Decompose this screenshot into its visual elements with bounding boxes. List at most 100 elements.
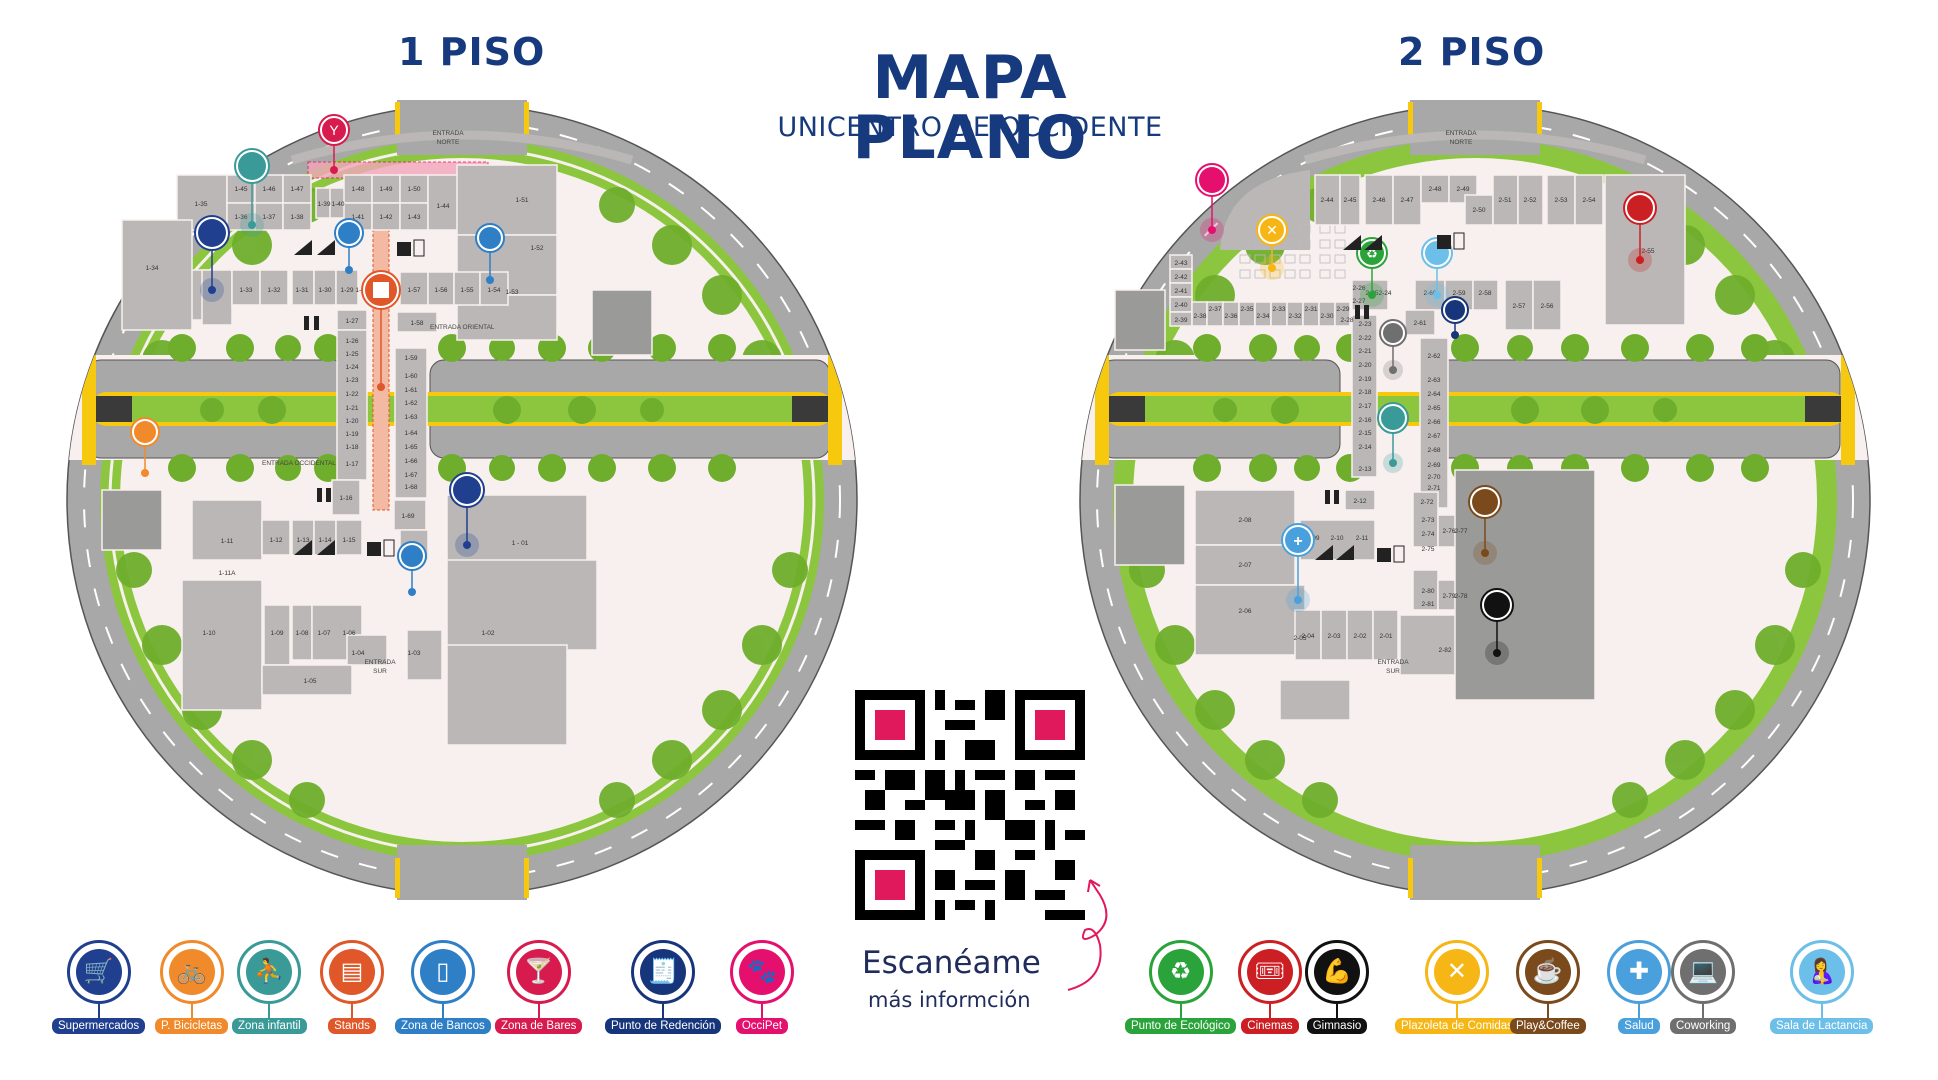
pin-plazoleta-comidas[interactable]: ✕ (1256, 214, 1288, 280)
svg-text:1-50: 1-50 (407, 186, 420, 193)
legend-stem (190, 1004, 193, 1018)
pin-salud[interactable]: + (1281, 523, 1315, 612)
svg-text:1-35: 1-35 (194, 201, 207, 208)
legend-item-salud[interactable]: ✚ Salud (1607, 940, 1671, 1034)
pin-banco-2[interactable] (475, 223, 505, 284)
pin-banco-1[interactable] (334, 218, 364, 274)
atm-icon: ▯ (419, 949, 466, 995)
legend-ring: 🍸 (506, 940, 571, 1004)
pin-zona-de-bares[interactable]: Y (318, 114, 350, 174)
svg-text:1-36: 1-36 (234, 214, 247, 221)
pin-gimnasio[interactable] (1480, 588, 1514, 665)
svg-text:2-64: 2-64 (1427, 391, 1440, 398)
playground-icon: ⛹ (246, 949, 293, 995)
svg-text:1-52: 1-52 (530, 245, 543, 252)
legend-label: Zona de Bares (495, 1018, 583, 1034)
svg-text:ENTRADA: ENTRADA (1445, 130, 1477, 137)
pin-zona-infantil[interactable] (234, 148, 270, 237)
floor1-map[interactable]: ENTRADA NORTE (62, 90, 862, 910)
svg-text:2-80: 2-80 (1421, 588, 1434, 595)
svg-text:2-17: 2-17 (1358, 403, 1371, 410)
svg-text:2-76: 2-76 (1442, 528, 1455, 535)
pin-cinemas[interactable] (1623, 191, 1657, 272)
svg-text:2-77: 2-77 (1454, 528, 1467, 535)
legend-item-zona-de-bares[interactable]: 🍸 Zona de Bares (495, 940, 583, 1034)
pin-zona-infantil-2[interactable] (1377, 402, 1409, 473)
legend-item-plazoleta-de-comidas[interactable]: ✕Plazoleta de Comidas (1395, 940, 1519, 1034)
qr-code[interactable] (855, 690, 1085, 920)
svg-text:1-39: 1-39 (317, 201, 330, 208)
floor2-title: 2 PISO (1398, 30, 1546, 74)
fork-knife-icon: ✕ (1433, 949, 1480, 995)
stand-icon: ▤ (329, 949, 375, 995)
legend-item-punto-de-ecol-gico[interactable]: ♻Punto de Ecológico (1125, 940, 1237, 1034)
legend-item-cinemas[interactable]: 🎟Cinemas (1238, 940, 1302, 1034)
svg-text:1-59: 1-59 (404, 355, 417, 362)
svg-text:1-69: 1-69 (401, 513, 414, 520)
svg-text:2-33: 2-33 (1272, 306, 1285, 313)
pin-supermercado-se[interactable] (449, 472, 485, 557)
pin-occipet[interactable] (1195, 163, 1229, 242)
svg-text:2-72: 2-72 (1420, 499, 1433, 506)
pin-coworking[interactable] (1379, 319, 1407, 380)
legend-stem (441, 1004, 444, 1018)
pin-sala-lactancia[interactable] (1421, 237, 1453, 307)
svg-text:1-53: 1-53 (505, 289, 518, 296)
svg-text:1-21: 1-21 (345, 405, 358, 412)
svg-text:2-03: 2-03 (1327, 633, 1340, 640)
legend-label: Salud (1618, 1018, 1660, 1034)
svg-text:1-66: 1-66 (404, 458, 417, 465)
legend-ring: 🧾 (631, 940, 696, 1004)
svg-text:NORTE: NORTE (1450, 139, 1473, 146)
svg-text:1-27: 1-27 (345, 318, 358, 325)
svg-text:Y: Y (329, 122, 339, 138)
legend-item-occipet[interactable]: 🐾OcciPet (730, 940, 794, 1034)
svg-text:2-79: 2-79 (1442, 593, 1455, 600)
svg-text:2-28: 2-28 (1340, 317, 1353, 324)
svg-text:2-52: 2-52 (1523, 197, 1536, 204)
svg-text:1-06: 1-06 (342, 630, 355, 637)
pin-banco-3[interactable] (397, 541, 427, 596)
svg-text:1-11: 1-11 (221, 538, 234, 545)
svg-text:1-41: 1-41 (351, 214, 364, 221)
page-subtitle: UNICENTRO DE OCCIDENTE (777, 112, 1163, 143)
legend-ring: 💻 (1671, 940, 1736, 1004)
svg-text:2-27: 2-27 (1352, 298, 1365, 305)
legend-item-gimnasio[interactable]: 💪Gimnasio (1305, 940, 1369, 1034)
svg-text:2-26: 2-26 (1352, 285, 1365, 292)
svg-text:1-38: 1-38 (290, 214, 303, 221)
pin-supermercado-nw[interactable] (194, 215, 230, 302)
svg-text:1-29: 1-29 (340, 287, 353, 294)
pin-punto-redencion[interactable] (1441, 296, 1469, 339)
legend-item-supermercados[interactable]: 🛒Supermercados (52, 940, 146, 1034)
legend-ring: ♻ (1148, 940, 1213, 1004)
legend-stem (268, 1004, 271, 1018)
legend-item-p-bicicletas[interactable]: 🚲P. Bicicletas (155, 940, 229, 1034)
legend-item-coworking[interactable]: 💻Coworking (1670, 940, 1737, 1034)
svg-text:2-05: 2-05 (1293, 635, 1306, 642)
legend-item-stands[interactable]: ▤Stands (320, 940, 384, 1034)
legend-label: Cinemas (1241, 1018, 1299, 1034)
pin-stands[interactable] (361, 270, 401, 391)
legend-item-play-coffee[interactable]: ☕Play&Coffee (1510, 940, 1586, 1034)
legend-item-punto-de-redenci-n[interactable]: 🧾Punto de Redención (605, 940, 722, 1034)
svg-text:1-19: 1-19 (345, 431, 358, 438)
legend-item-zona-infantil[interactable]: ⛹Zona infantil (232, 940, 307, 1034)
svg-text:1-62: 1-62 (404, 400, 417, 407)
svg-text:2-35: 2-35 (1240, 306, 1253, 313)
legend-item-sala-de-lactancia[interactable]: 🤱Sala de Lactancia (1770, 940, 1874, 1034)
pin-play-coffee[interactable] (1468, 485, 1502, 565)
pin-bicicletas[interactable] (130, 417, 160, 477)
legend-ring: ✚ (1607, 940, 1671, 1004)
svg-text:1-04: 1-04 (351, 650, 364, 657)
svg-text:1-34: 1-34 (145, 265, 158, 272)
svg-text:2-73: 2-73 (1421, 517, 1434, 524)
svg-text:1-23: 1-23 (345, 377, 358, 384)
svg-text:2-30: 2-30 (1320, 313, 1333, 320)
muscle-icon: 💪 (1314, 949, 1360, 995)
svg-text:2-69: 2-69 (1427, 462, 1440, 469)
svg-text:2-67: 2-67 (1427, 433, 1440, 440)
svg-text:2-58: 2-58 (1478, 290, 1491, 297)
legend-item-zona-de-bancos[interactable]: ▯Zona de Bancos (395, 940, 491, 1034)
